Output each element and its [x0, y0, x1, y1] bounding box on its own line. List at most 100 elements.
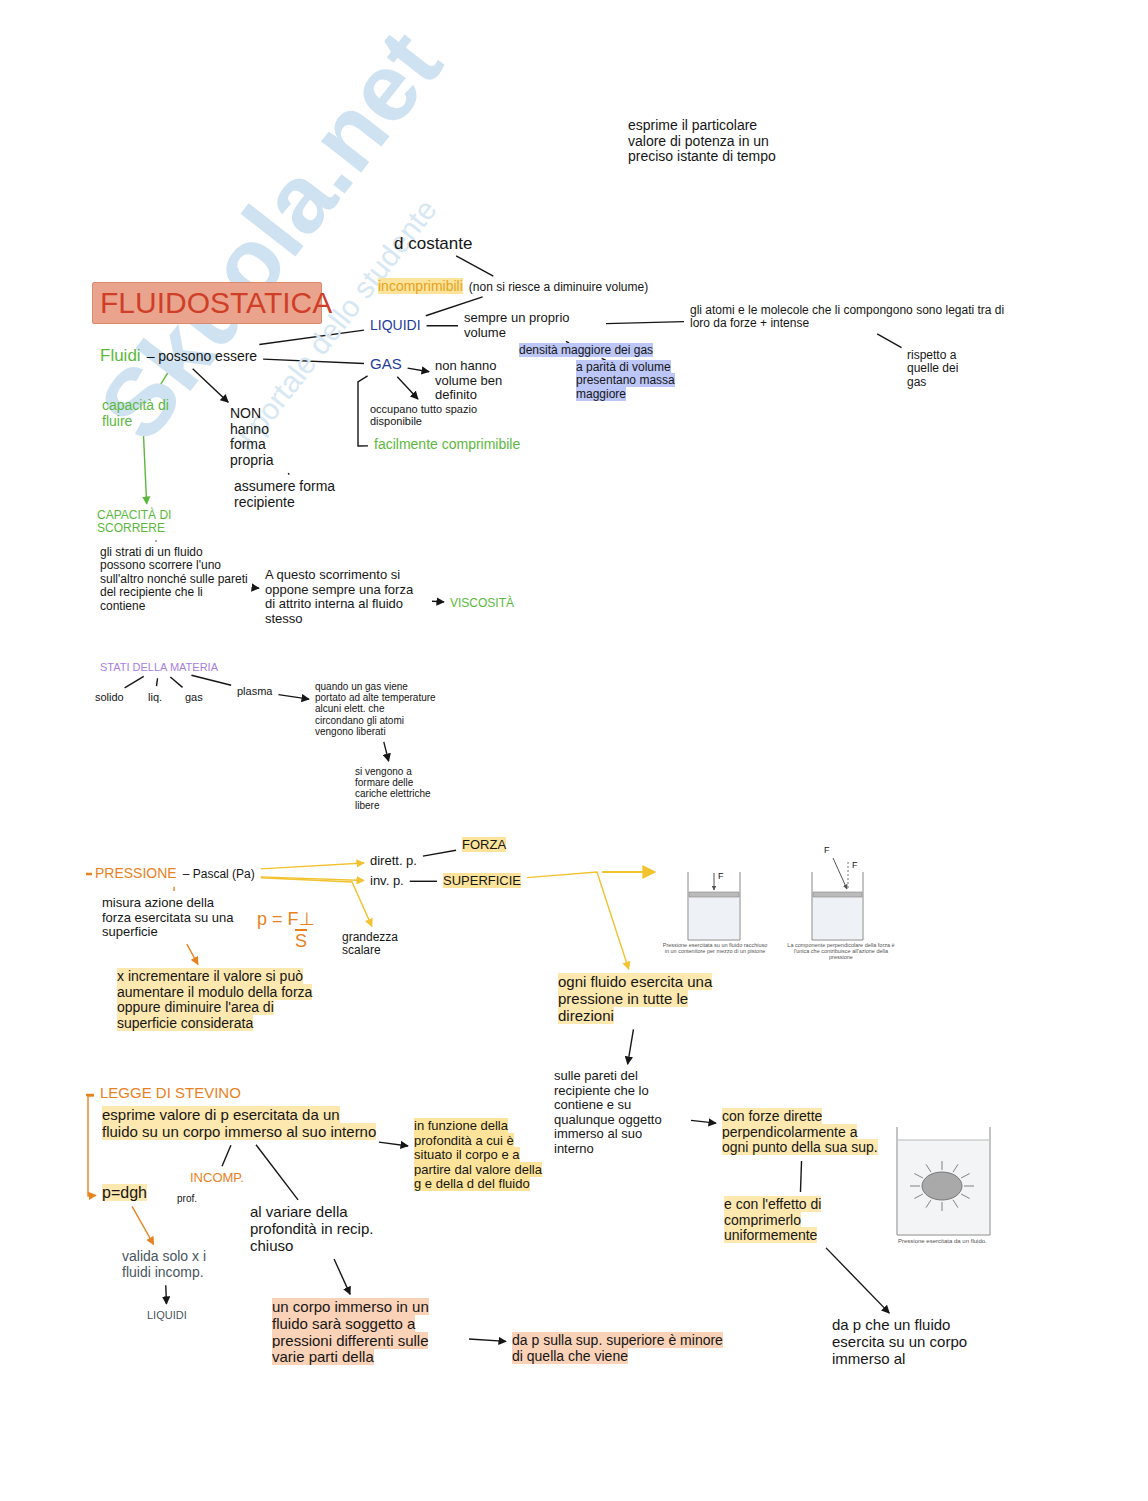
concept-text: grandezza scalare — [342, 930, 398, 957]
connector — [384, 742, 389, 761]
connector — [261, 863, 364, 869]
pressure-ray — [926, 1200, 931, 1208]
figure-caption: Pressione esercitata da un fluido. — [898, 1238, 998, 1245]
concept-node: liq. — [146, 690, 164, 704]
concept-node: LEGGE DI STEVINO — [98, 1084, 243, 1103]
concept-text: SUPERFICIE — [443, 873, 521, 888]
connector — [187, 944, 198, 964]
concept-node: STATI DELLA MATERIA — [98, 660, 220, 674]
connector — [170, 677, 182, 687]
concept-node: con forze dirette perpendicolarmente a o… — [720, 1108, 885, 1157]
concept-text: si vengono a formare delle cariche elett… — [355, 766, 431, 811]
concept-text: rispetto a quelle dei gas — [907, 348, 958, 389]
concept-text: INCOMP. — [190, 1170, 244, 1185]
concept-text: LIQUIDI — [370, 317, 421, 333]
pressure-ray — [961, 1174, 970, 1179]
figure-caption: prof. — [177, 1193, 217, 1204]
concept-node: a parità di volume presentano massa magg… — [574, 360, 724, 402]
concept-text: in funzione della profondità a cui è sit… — [414, 1118, 542, 1191]
pressure-ray — [942, 1161, 943, 1170]
title-box: FLUIDOSTATICA — [92, 282, 322, 324]
concept-text: gli atomi e le molecole che li compongon… — [690, 303, 1004, 330]
concept-text: ogni fluido esercita una pressione in tu… — [558, 973, 712, 1024]
concept-text: capacità di fluire — [102, 397, 169, 429]
concept-node: rispetto a quelle dei gas — [905, 348, 975, 390]
pointer-arrow — [602, 871, 655, 873]
concept-text: solido — [95, 691, 124, 703]
concept-text: un corpo immerso in un fluido sarà sogge… — [272, 1298, 429, 1365]
concept-text: e con l'effetto di comprimerlo uniformem… — [724, 1196, 821, 1243]
connector — [397, 377, 418, 399]
connector — [288, 473, 290, 475]
concept-node: LIQUIDI — [368, 317, 423, 335]
concept-text: gli strati di un fluido possono scorrere… — [100, 545, 248, 613]
connector — [132, 1206, 154, 1244]
concept-text: S — [295, 929, 307, 951]
concept-node: FORZA — [460, 837, 508, 854]
concept-text: inv. p. — [370, 873, 404, 888]
concept-node: densità maggiore dei gas — [517, 343, 655, 358]
concept-text: dirett. p. — [370, 853, 417, 868]
concept-text: PRESSIONE — [95, 865, 177, 881]
concept-node: SUPERFICIE — [441, 873, 523, 890]
connector — [358, 376, 368, 446]
connector — [157, 678, 158, 686]
concept-node: sulle pareti del recipiente che lo conti… — [552, 1068, 687, 1157]
concept-text: plasma — [237, 685, 272, 697]
connector — [195, 1104, 196, 1105]
concept-text: p=dgh — [102, 1184, 147, 1201]
connector — [125, 676, 144, 688]
concept-node: facilmente comprimibile — [372, 436, 522, 454]
pressure-ray — [914, 1174, 923, 1179]
connector — [334, 1259, 350, 1294]
concept-node: sempre un proprio volume — [462, 310, 602, 341]
connector — [800, 1161, 801, 1192]
oblique-force-figure — [812, 858, 863, 940]
concept-node: dirett. p. — [368, 853, 419, 870]
concept-node: si vengono a formare delle cariche elett… — [353, 765, 438, 812]
immersed-body-figure — [897, 1127, 990, 1235]
concept-node: NON hanno forma propria — [228, 405, 303, 470]
concept-node: VISCOSITÀ — [448, 596, 516, 611]
concept-text: (non si riesce a diminuire volume) — [469, 280, 648, 294]
pressure-ray — [953, 1200, 958, 1208]
concept-node: al variare della profondità in recip. ch… — [248, 1203, 393, 1255]
concept-node: da p che un fluido esercita su un corpo … — [830, 1316, 1005, 1368]
concept-text: FORZA — [462, 837, 506, 852]
pressure-ray — [914, 1194, 923, 1199]
concept-text: A questo scorrimento si oppone sempre un… — [265, 567, 413, 626]
concept-node: PRESSIONE– Pascal (Pa) — [93, 865, 257, 883]
concept-node: p = F⊥S — [255, 908, 317, 952]
pressure-ray — [926, 1164, 931, 1172]
concept-text: NON hanno forma propria — [230, 405, 274, 468]
concept-node: quando un gas viene portato ad alte temp… — [313, 680, 438, 738]
concept-text: facilmente comprimibile — [374, 436, 520, 452]
concept-node: capacità di fluire — [100, 397, 185, 430]
connector — [191, 675, 231, 685]
concept-text: liq. — [148, 691, 162, 703]
connector — [527, 872, 629, 969]
connector — [173, 887, 175, 891]
connector — [469, 1339, 506, 1341]
concept-node: non hanno volume ben definito — [433, 358, 533, 404]
concept-node: x incrementare il valore si può aumentar… — [115, 968, 320, 1033]
connector — [691, 1120, 716, 1123]
pressure-ray — [942, 1202, 943, 1211]
concept-text: VISCOSITÀ — [450, 596, 514, 610]
concept-node: un corpo immerso in un fluido sarà sogge… — [270, 1298, 465, 1367]
concept-node: e con l'effetto di comprimerlo uniformem… — [722, 1196, 877, 1245]
pressure-ray — [964, 1186, 974, 1187]
concept-node: da p sulla sup. superiore è minore di qu… — [510, 1332, 730, 1365]
concept-text: esprime valore di p esercitata da un flu… — [102, 1106, 376, 1140]
connector — [408, 368, 429, 372]
connector — [423, 850, 456, 856]
connector — [427, 325, 458, 326]
concept-text: al variare della profondità in recip. ch… — [250, 1203, 373, 1254]
concept-text: Fluidi — [100, 346, 141, 365]
concept-node: A questo scorrimento si oppone sempre un… — [263, 567, 428, 627]
concept-node: misura azione della forza esercitata su … — [100, 895, 245, 941]
note-text: esprime il particolare valore di potenza… — [628, 118, 778, 165]
concept-text: assumere forma recipiente — [234, 478, 335, 510]
concept-text: LEGGE DI STEVINO — [100, 1084, 241, 1101]
